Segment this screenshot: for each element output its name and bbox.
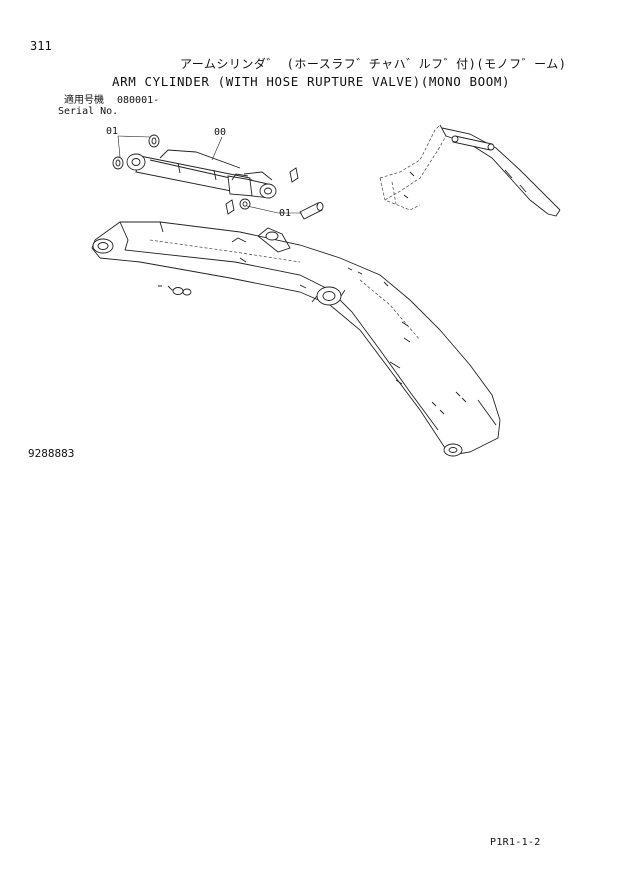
excavator-inset-icon [379, 124, 561, 217]
serial-label-japanese: 適用号機 [64, 95, 104, 106]
bolt-icon [158, 285, 192, 296]
callout-00: 00 [214, 127, 226, 138]
seal-ring-icon [112, 134, 299, 215]
pin-icon [299, 202, 324, 220]
serial-label: Serial No. [58, 106, 119, 117]
callout-01-upper: 01 [106, 126, 118, 137]
leader-lines [117, 135, 302, 214]
footer-code: P1R1-1-2 [490, 837, 541, 848]
cylinder-icon [126, 149, 277, 199]
page-title: ARM CYLINDER (WITH HOSE RUPTURE VALVE)(M… [112, 74, 511, 89]
boom-icon [91, 221, 501, 457]
drawing-number: 9288883 [28, 447, 75, 460]
page-title-japanese: アームシリンダ゛ (ホースラフ゛チャハ゛ルフ゛付)(モノフ゛ーム) [180, 57, 567, 71]
callout-01-lower: 01 [279, 208, 291, 219]
serial-number-value: 080001- [117, 95, 160, 106]
page-number: 311 [30, 39, 52, 53]
